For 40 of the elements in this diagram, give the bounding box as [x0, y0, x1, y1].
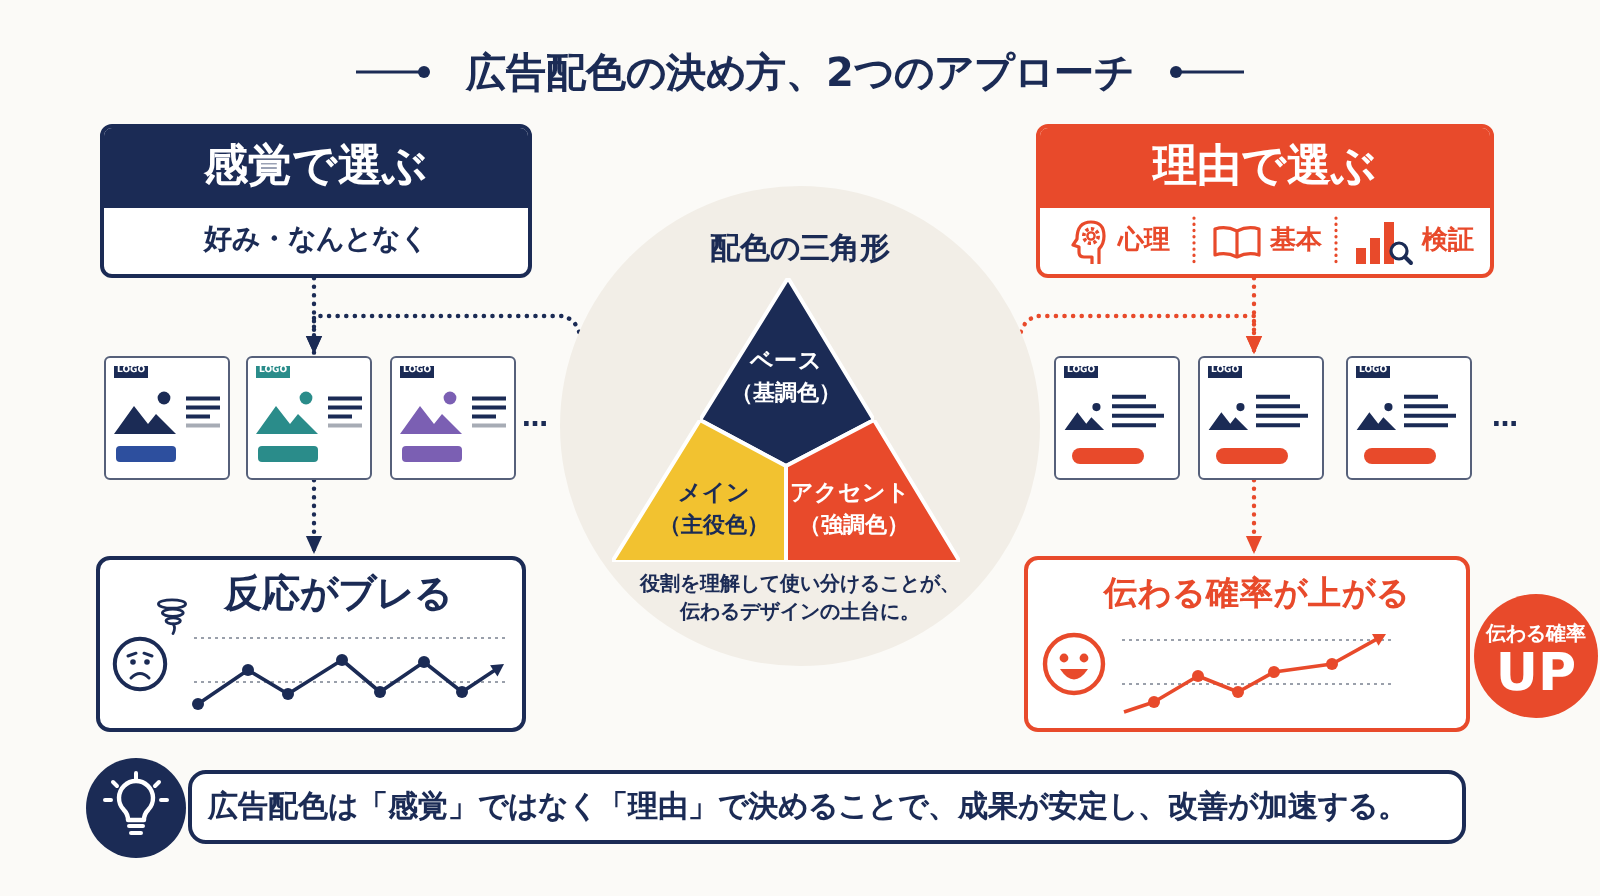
badge-caption: 伝わる確率: [1486, 624, 1586, 649]
approach-card: [1036, 124, 1494, 278]
segment-sublabel: （基調色）: [731, 380, 841, 408]
keyword-label: 心理: [1118, 226, 1170, 259]
triangle-segment: [786, 420, 960, 562]
approach-card: [100, 124, 532, 278]
approach-subtitle: 好み・なんとなく: [204, 224, 428, 259]
ellipsis: …: [522, 404, 548, 437]
triangle-segment: [700, 278, 874, 466]
summary-text: 広告配色は「感覚」ではなく「理由」で決めることで、成果が安定し、改善が加速する。: [208, 788, 1408, 826]
approach-title: 感覚で選ぶ: [104, 128, 528, 208]
triangle-segment: [612, 420, 786, 562]
segment-label: ベース: [750, 346, 822, 375]
dotted-arrow: [1245, 477, 1263, 557]
ad-mockup-card: [1198, 356, 1324, 480]
segment-sublabel: （強調色）: [799, 512, 909, 540]
ad-mockup-card: [390, 356, 516, 480]
ad-mockup-card: [1054, 356, 1180, 480]
keyword-label: 基本: [1270, 226, 1322, 259]
result-card: [96, 556, 526, 732]
keyword-label: 検証: [1422, 226, 1474, 259]
ad-mockup-card: [104, 356, 230, 480]
ad-mockup-card: [246, 356, 372, 480]
badge-text: UP: [1495, 644, 1577, 704]
summary-banner: [188, 770, 1466, 844]
page-title: 広告配色の決め方、2つのアプローチ: [466, 48, 1134, 98]
dotted-arrow: [1018, 313, 1263, 357]
ad-mockup-card: [1346, 356, 1472, 480]
result-card: [1024, 556, 1470, 732]
dotted-arrow: [305, 313, 582, 357]
segment-label: メイン: [678, 478, 750, 507]
segment-sublabel: （主役色）: [659, 512, 769, 540]
ellipsis: …: [1492, 404, 1518, 437]
triangle-title: 配色の三角形: [710, 230, 890, 268]
segment-label: アクセント: [790, 478, 910, 507]
approach-title: 理由で選ぶ: [1040, 128, 1490, 208]
result-heading: 伝わる確率が上がる: [1104, 574, 1410, 616]
dotted-arrow: [305, 477, 323, 557]
circle-caption: 役割を理解して使い分けることが、伝わるデザインの土台に。: [637, 572, 962, 628]
result-heading: 反応がブレる: [224, 572, 452, 620]
